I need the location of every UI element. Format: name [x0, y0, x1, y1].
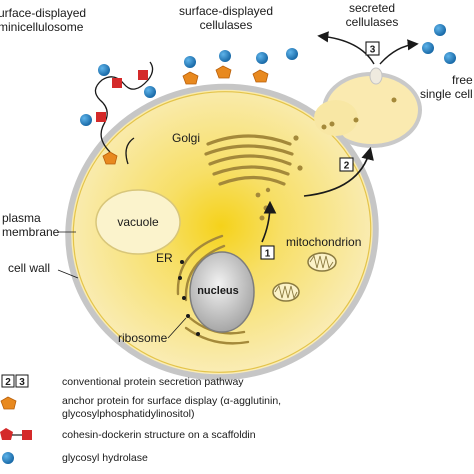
pathway-arrow-3-right	[379, 39, 419, 65]
nucleus	[189, 251, 255, 333]
legend-row-secretion: 2 3 conventional protein secretion pathw…	[1, 374, 244, 388]
svg-text:cohesin-dockerin structure on: cohesin-dockerin structure on a scaffold…	[62, 429, 256, 441]
mother-cell-wall	[65, 83, 379, 381]
secreted-label-1: secreted	[349, 1, 395, 15]
pathway-arrow-3-left	[317, 31, 375, 65]
plasma-label-1: plasma	[2, 211, 41, 225]
mitochondrion-2	[272, 282, 300, 302]
surface-minicellulosome	[80, 61, 156, 165]
step-box-3: 3	[365, 41, 380, 56]
svg-text:2: 2	[5, 377, 11, 388]
free-label-1: free	[452, 73, 473, 87]
ribosomes	[178, 260, 200, 336]
pathway-arrow-2	[303, 146, 374, 197]
legend-row-glycosyl: glycosyl hydrolase	[2, 452, 148, 464]
cellulases-label-1: surface-displayed	[179, 4, 273, 18]
ribosome-label: ribosome	[118, 331, 168, 345]
cell-wall-pointer	[57, 269, 79, 279]
minicellulosome-label-1: urface-displayed	[0, 6, 86, 20]
secreted-enzymes	[286, 24, 456, 64]
golgi	[204, 134, 303, 198]
plasma-label-2: membrane	[2, 225, 60, 239]
cell-wall-label: cell wall	[8, 261, 50, 275]
svg-text:glycosylphosphatidylinositol): glycosylphosphatidylinositol)	[62, 408, 195, 420]
mitochondrion-label: mitochondrion	[286, 235, 361, 249]
mitochondrion	[307, 252, 337, 272]
secreted-label-2: cellulases	[346, 15, 399, 29]
legend-row-anchor: anchor protein for surface display (α-ag…	[0, 395, 281, 420]
step-box-1: 1	[260, 245, 275, 260]
yeast-cell	[65, 67, 422, 381]
legend: 2 3 conventional protein secretion pathw…	[0, 374, 281, 464]
ribosome-pointer	[167, 317, 187, 339]
free-label-2: single cell	[420, 87, 473, 101]
er-label: ER	[156, 251, 173, 265]
legend-row-cohesin: cohesin-dockerin structure on a scaffold…	[0, 428, 256, 441]
step-box-2: 2	[339, 157, 354, 172]
nucleus-label: nucleus	[197, 285, 239, 297]
svg-text:glycosyl hydrolase: glycosyl hydrolase	[62, 452, 148, 464]
minicellulosome-label-2: minicellulosome	[0, 20, 84, 34]
svg-text:1: 1	[265, 249, 271, 260]
svg-text:conventional protein secretion: conventional protein secretion pathway	[62, 376, 244, 388]
svg-text:anchor protein for surface dis: anchor protein for surface display (α-ag…	[62, 395, 281, 407]
vacuole-label: vacuole	[117, 215, 159, 229]
pathway-arrow-1	[261, 200, 277, 243]
svg-text:3: 3	[19, 377, 25, 388]
golgi-label: Golgi	[172, 131, 200, 145]
svg-text:2: 2	[344, 161, 350, 172]
svg-text:3: 3	[370, 45, 376, 56]
secretion-pore	[369, 67, 383, 85]
vacuole	[95, 189, 181, 255]
plasma-membrane	[72, 91, 372, 373]
surface-cellulases	[182, 50, 269, 85]
cellulases-label-2: cellulases	[200, 18, 253, 32]
